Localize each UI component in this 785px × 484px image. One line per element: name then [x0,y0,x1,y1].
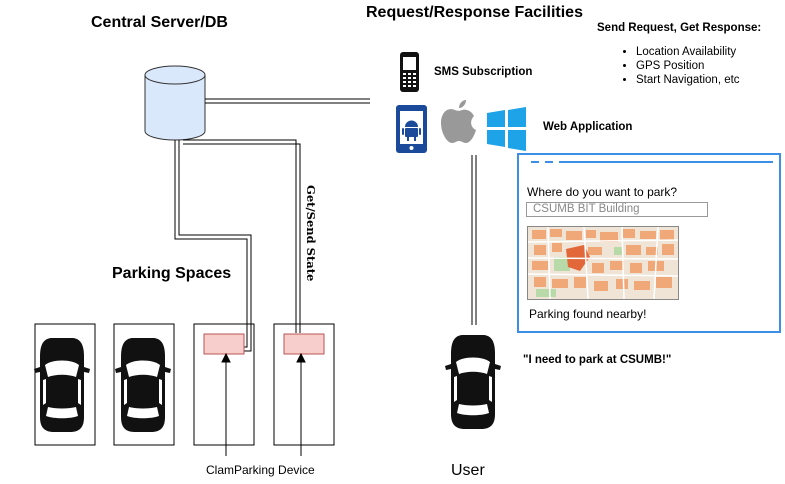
car-icon [34,338,90,432]
web-app-panel: Where do you want to park? CSUMB BIT Bui… [517,153,781,333]
list-item: Location Availability [636,45,740,59]
get-send-state-label: Get/Send State [304,185,318,282]
user-quote: "I need to park at CSUMB!" [523,354,672,366]
list-item: Start Navigation, etc [636,73,740,87]
connector-db-to-device-1 [174,140,252,352]
destination-input[interactable]: CSUMB BIT Building [526,202,708,217]
parking-title: Parking Spaces [112,265,232,282]
car-icon [445,335,501,429]
user-label: User [451,462,485,479]
parking-space-1 [34,323,96,446]
device-label: ClamParking Device [206,463,315,477]
device-arrows [221,352,306,456]
car-icon [115,338,171,432]
clamparking-device-2 [283,333,325,355]
panel-bar-segment [545,161,553,163]
apple-icon [441,100,476,143]
park-question: Where do you want to park? [527,185,678,199]
map-thumbnail[interactable] [527,226,679,300]
panel-bar-segment [531,161,539,163]
windows-icon [487,107,526,151]
parking-space-4 [273,323,335,446]
clamparking-device-1 [203,333,245,355]
map-image [528,227,678,299]
parking-space-2 [113,323,175,446]
server-title: Central Server/DB [91,14,228,31]
parking-space-3 [193,323,255,446]
request-header: Send Request, Get Response: [597,22,762,34]
result-text: Parking found nearby! [529,307,647,321]
panel-bar [559,161,773,163]
list-item: GPS Position [636,59,740,73]
connector-db-to-facilities [205,98,370,104]
request-list: Location Availability GPS Position Start… [620,45,740,87]
connector-db-to-device-2 [183,139,301,333]
connector-facilities-to-user [471,155,477,325]
facilities-title: Request/Response Facilities [366,4,583,21]
phone-icon [400,52,419,92]
android-tablet-icon [396,105,427,153]
database-icon [144,65,206,141]
web-label: Web Application [543,121,633,133]
sms-label: SMS Subscription [434,66,533,78]
